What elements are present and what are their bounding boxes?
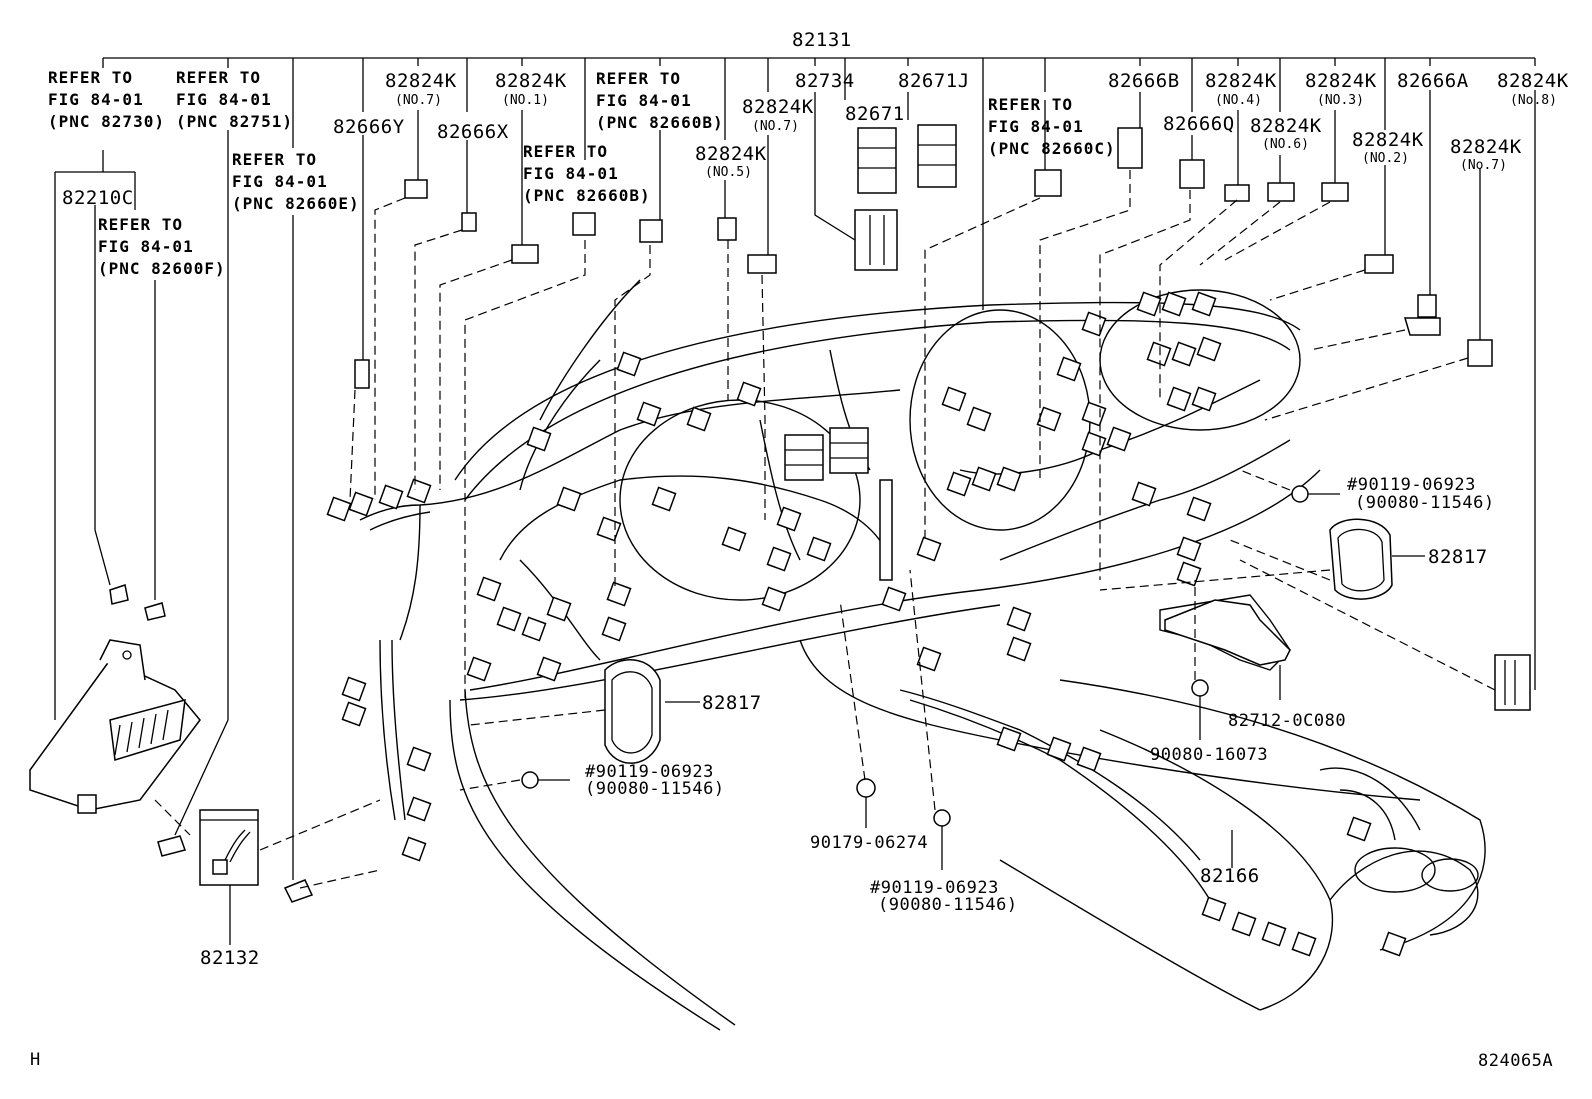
label-82824k-d-sub: (NO.5) xyxy=(705,165,752,180)
main-bracket xyxy=(102,57,1536,690)
svg-text:(PNC 82660B): (PNC 82660B) xyxy=(523,186,651,205)
label-bolt-left-1: #90119-06923 xyxy=(585,762,714,782)
label-82132: 82132 xyxy=(200,947,260,969)
grommet-82817-left xyxy=(604,659,661,764)
label-82824k-h-sub: (NO.2) xyxy=(1362,151,1409,166)
dashed-leaders xyxy=(154,170,1496,889)
label-82824k-g: 82824K xyxy=(1305,70,1377,92)
bolts xyxy=(157,485,1340,903)
svg-text:FIG 84-01: FIG 84-01 xyxy=(988,117,1084,136)
svg-text:(PNC 82660E): (PNC 82660E) xyxy=(232,194,360,213)
refer-notes: REFER TO FIG 84-01 (PNC 82730) REFER TO … xyxy=(48,68,1116,278)
label-82824k-j-sub: (No.7) xyxy=(1460,158,1507,173)
label-82824k-a-sub: (NO.7) xyxy=(395,93,442,108)
svg-text:FIG 84-01: FIG 84-01 xyxy=(48,90,144,109)
label-82666a: 82666A xyxy=(1397,70,1469,92)
refer-note-82730: REFER TO FIG 84-01 (PNC 82730) xyxy=(48,68,165,131)
label-82166: 82166 xyxy=(1200,865,1260,887)
top-connectors xyxy=(354,124,1493,389)
label-82824k-e-sub: (NO.4) xyxy=(1215,93,1262,108)
label-bolt-right-1: #90119-06923 xyxy=(1347,475,1476,495)
label-82817-left: 82817 xyxy=(702,692,762,714)
fuse-block-82824k-no8 xyxy=(1494,654,1531,711)
label-82824k-f-sub: (NO.6) xyxy=(1262,137,1309,152)
svg-text:(PNC 82600F): (PNC 82600F) xyxy=(98,259,226,278)
label-82824k-d: 82824K xyxy=(695,143,767,165)
dashboard-outline xyxy=(449,289,1486,1031)
label-82824k-e: 82824K xyxy=(1205,70,1277,92)
label-82824k-j: 82824K xyxy=(1450,136,1522,158)
svg-text:FIG 84-01: FIG 84-01 xyxy=(98,237,194,256)
svg-text:(PNC 82730): (PNC 82730) xyxy=(48,112,165,131)
label-bolt-center-1: #90119-06923 xyxy=(870,878,999,898)
label-82824k-i: 82824K xyxy=(1497,70,1569,92)
refer-note-82660b-b: REFER TO FIG 84-01 (PNC 82660B) xyxy=(523,142,651,205)
figure-code: 824065A xyxy=(1478,1051,1553,1071)
label-82666b: 82666B xyxy=(1108,70,1180,92)
harness-connectors xyxy=(326,291,1407,957)
grommet-82817-right xyxy=(1329,518,1393,600)
svg-text:FIG 84-01: FIG 84-01 xyxy=(232,172,328,191)
svg-text:(PNC 82660B): (PNC 82660B) xyxy=(596,113,724,132)
label-82666q: 82666Q xyxy=(1163,113,1235,135)
label-82671j: 82671J xyxy=(898,70,970,92)
svg-text:FIG 84-01: FIG 84-01 xyxy=(596,91,692,110)
sub-harness-82132 xyxy=(199,809,259,886)
label-82210c: 82210C xyxy=(62,187,134,209)
svg-text:REFER TO: REFER TO xyxy=(523,142,608,161)
label-82824k-g-sub: (NO.3) xyxy=(1317,93,1364,108)
svg-text:REFER TO: REFER TO xyxy=(98,215,183,234)
svg-text:REFER TO: REFER TO xyxy=(232,150,317,169)
label-bolt-center-2: (90080-11546) xyxy=(878,895,1018,915)
svg-text:(PNC 82660C): (PNC 82660C) xyxy=(988,139,1116,158)
part-labels: 82131 82210C 82666Y 82824K (NO.7) 82666X… xyxy=(62,29,1569,969)
label-82824k-b: 82824K xyxy=(495,70,567,92)
label-82734: 82734 xyxy=(795,70,855,92)
svg-text:FIG 84-01: FIG 84-01 xyxy=(523,164,619,183)
label-82824k-h: 82824K xyxy=(1352,129,1424,151)
label-82666x: 82666X xyxy=(437,121,509,143)
bracket-82712 xyxy=(1164,599,1291,666)
svg-text:REFER TO: REFER TO xyxy=(988,95,1073,114)
label-82824k-f: 82824K xyxy=(1250,115,1322,137)
label-82666y: 82666Y xyxy=(333,116,405,138)
label-82712: 82712-0C080 xyxy=(1228,711,1346,731)
refer-note-82660e: REFER TO FIG 84-01 (PNC 82660E) xyxy=(232,150,360,213)
refer-note-82660c: REFER TO FIG 84-01 (PNC 82660C) xyxy=(988,95,1116,158)
refer-note-82751: REFER TO FIG 84-01 (PNC 82751) xyxy=(176,68,293,131)
label-bolt-right-2: (90080-11546) xyxy=(1355,493,1495,513)
corner-letter: H xyxy=(30,1050,41,1070)
label-82824k-b-sub: (NO.1) xyxy=(502,93,549,108)
leader-lines xyxy=(54,90,1481,945)
label-82824k-a: 82824K xyxy=(385,70,457,92)
label-82671: 82671 xyxy=(845,103,905,125)
svg-text:FIG 84-01: FIG 84-01 xyxy=(176,90,272,109)
label-82817-right: 82817 xyxy=(1428,546,1488,568)
label-bolt-left-2: (90080-11546) xyxy=(585,779,725,799)
label-82824k-c-sub: (NO.7) xyxy=(752,119,799,134)
junction-blocks xyxy=(784,427,893,581)
svg-text:REFER TO: REFER TO xyxy=(48,68,133,87)
svg-text:REFER TO: REFER TO xyxy=(176,68,261,87)
svg-text:(PNC 82751): (PNC 82751) xyxy=(176,112,293,131)
refer-note-82660b-a: REFER TO FIG 84-01 (PNC 82660B) xyxy=(596,69,724,132)
label-90179: 90179-06274 xyxy=(810,833,928,853)
refer-note-82600f: REFER TO FIG 84-01 (PNC 82600F) xyxy=(98,215,226,278)
label-90080-16073: 90080-16073 xyxy=(1150,745,1268,765)
label-82824k-c: 82824K xyxy=(742,96,814,118)
junction-box-82210c xyxy=(29,584,201,814)
label-82131: 82131 xyxy=(792,29,852,51)
label-82824k-i-sub: (No.8) xyxy=(1510,93,1557,108)
svg-text:REFER TO: REFER TO xyxy=(596,69,681,88)
